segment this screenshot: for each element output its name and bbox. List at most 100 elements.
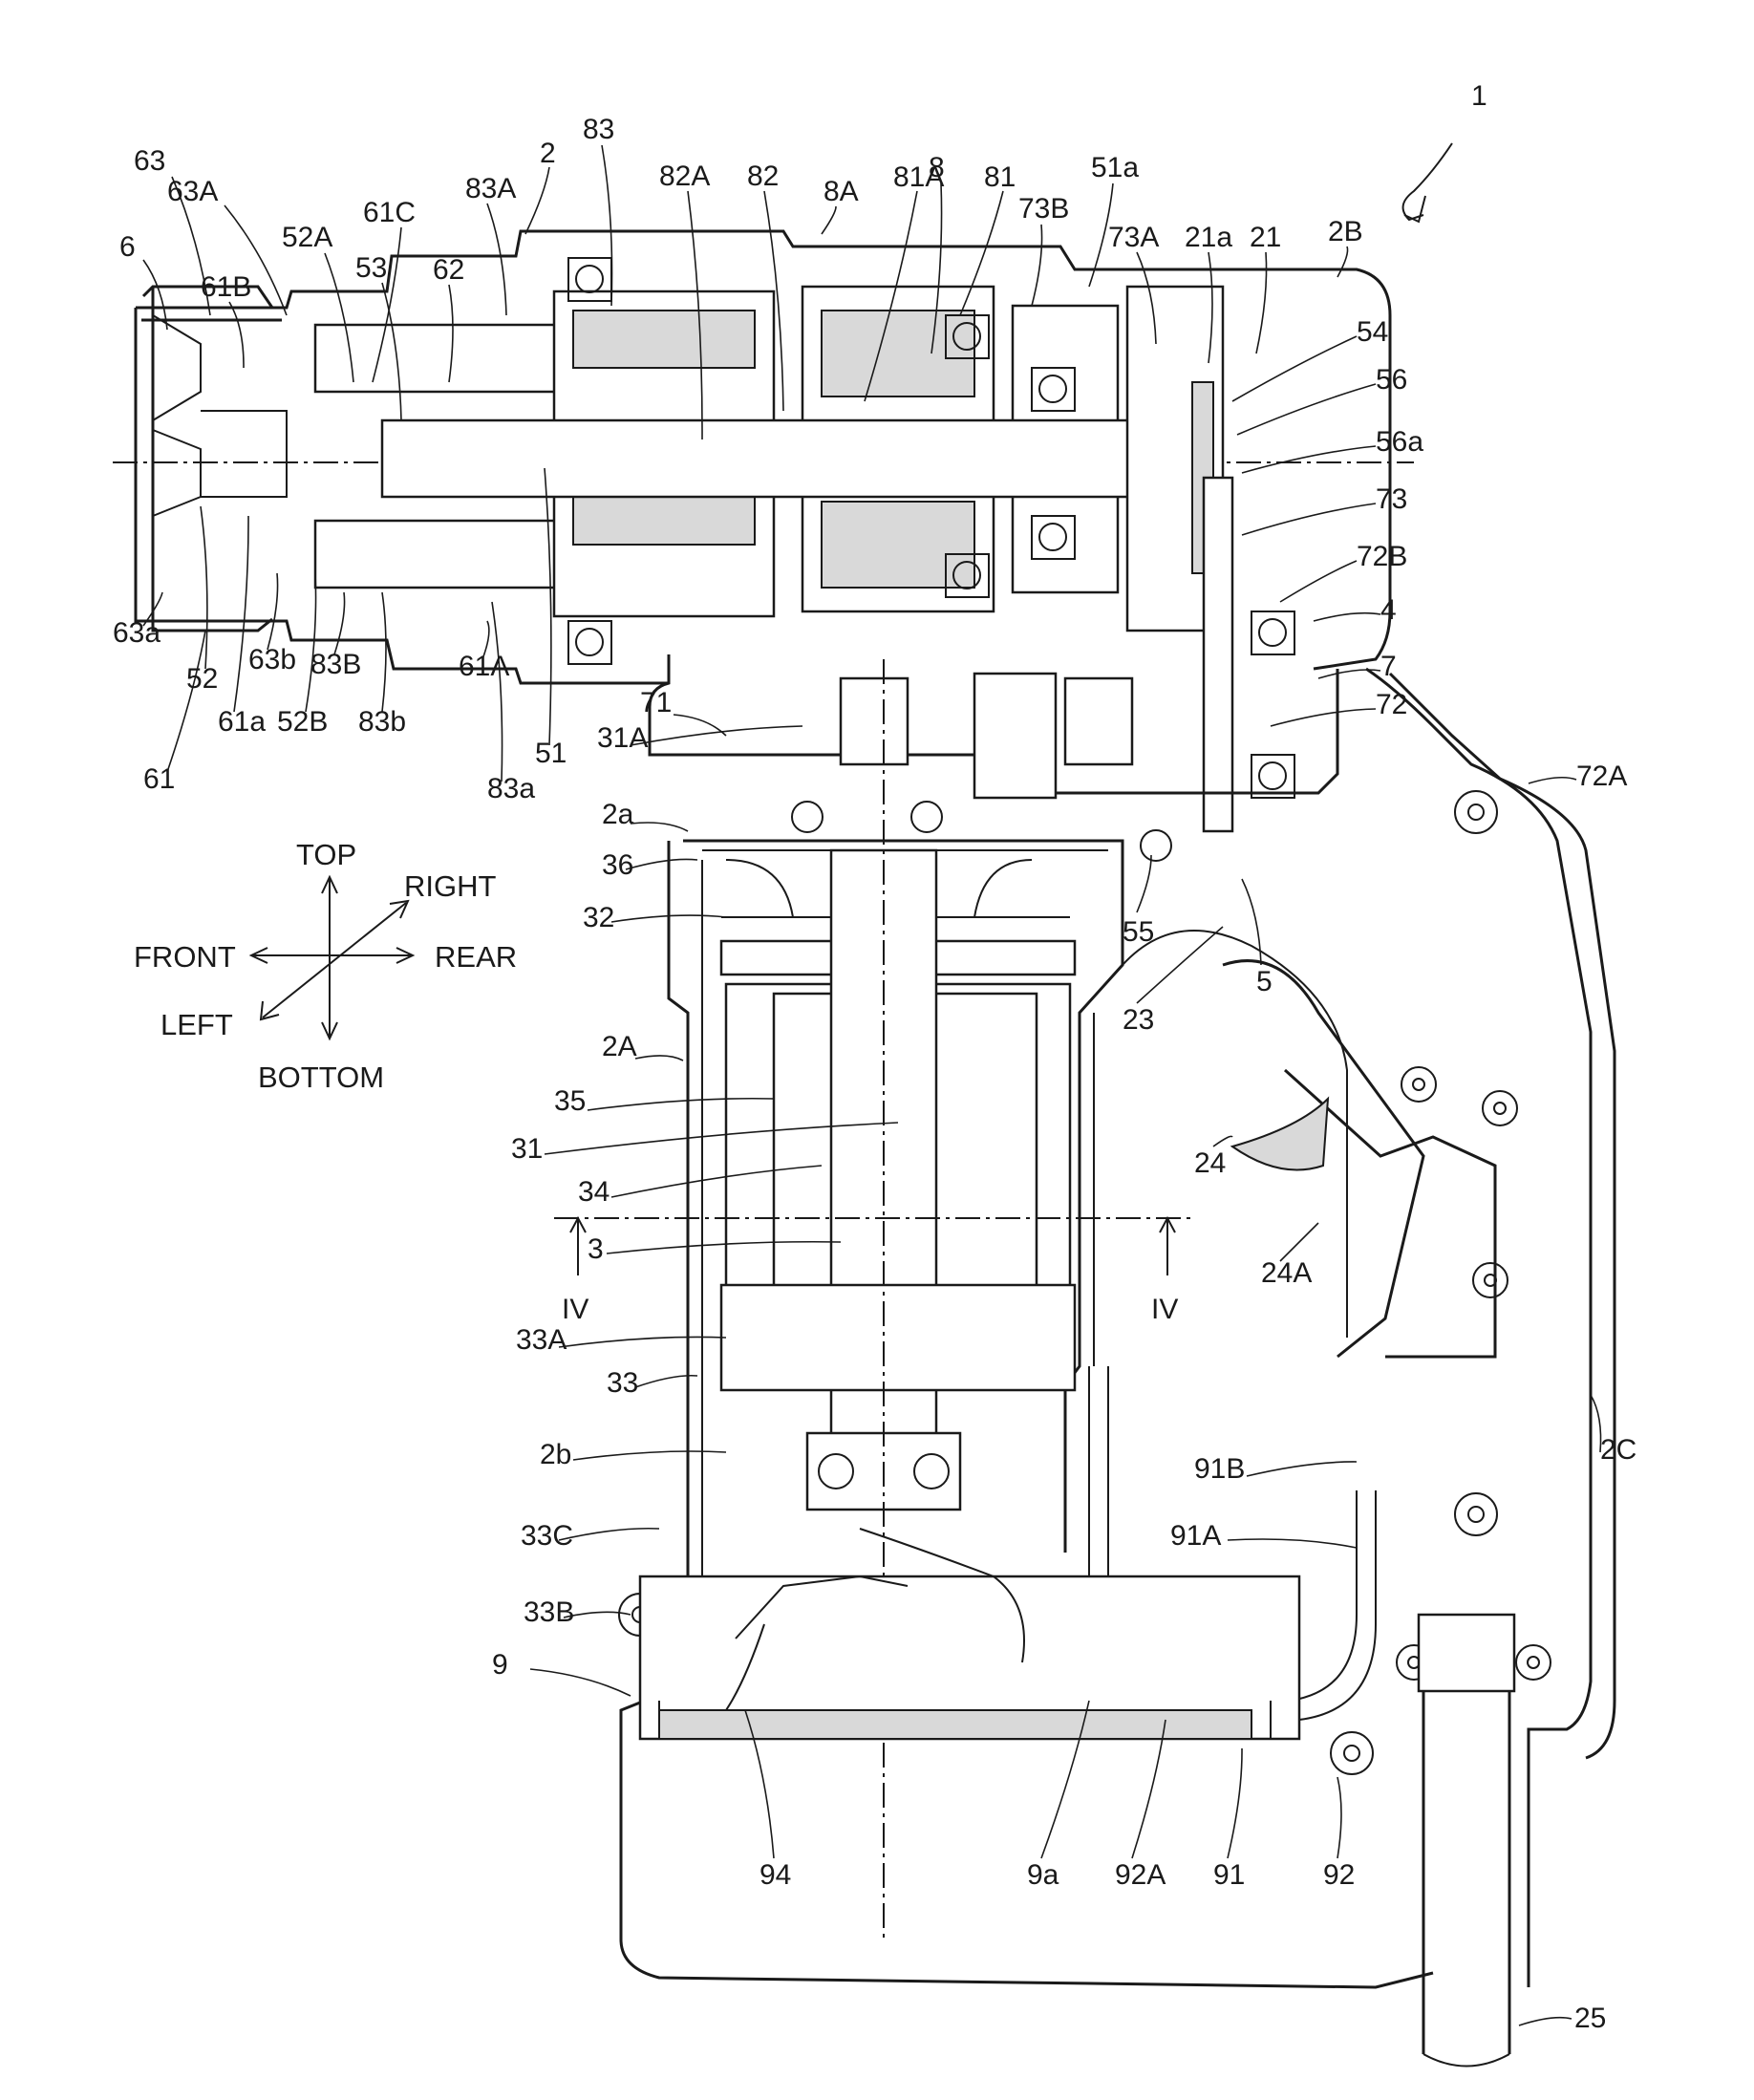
leader-line-33a xyxy=(559,1337,726,1347)
leader-line-24a xyxy=(1280,1223,1318,1261)
part-label-8: 8 xyxy=(929,152,945,183)
direction-bottom: BOTTOM xyxy=(258,1061,384,1094)
leader-line-52 xyxy=(201,506,207,669)
part-label-33b: 33B xyxy=(524,1596,574,1628)
part-label-2a: 2a xyxy=(602,799,634,830)
section-mark-right: IV xyxy=(1151,1294,1178,1325)
leader-line-54 xyxy=(1232,336,1357,401)
leader-line-31a xyxy=(631,726,802,745)
figure-ref-arrow xyxy=(1403,143,1452,220)
part-label-82a: 82A xyxy=(659,161,710,192)
leader-line-52b xyxy=(306,573,316,712)
part-label-35: 35 xyxy=(554,1085,586,1117)
leader-line-73b xyxy=(1032,225,1042,306)
part-label-73: 73 xyxy=(1376,483,1407,515)
part-label-23: 23 xyxy=(1123,1004,1154,1036)
leader-line-72b xyxy=(1280,561,1357,602)
part-label-52a: 52A xyxy=(282,222,332,253)
part-label-83: 83 xyxy=(583,114,614,145)
part-label-51: 51 xyxy=(535,738,567,769)
part-label-83b: 83b xyxy=(358,706,406,738)
motor-housing xyxy=(621,659,1433,1987)
leader-line-51 xyxy=(545,468,551,745)
part-label-5: 5 xyxy=(1256,966,1273,997)
part-label-56: 56 xyxy=(1376,364,1407,396)
leader-line-63b xyxy=(267,573,278,650)
section-mark-left: IV xyxy=(562,1294,588,1325)
leader-line-61 xyxy=(167,631,205,772)
leader-line-2c xyxy=(1591,1395,1601,1452)
part-label-53: 53 xyxy=(355,252,387,284)
leader-line-83b xyxy=(382,592,386,712)
part-label-54: 54 xyxy=(1357,316,1388,348)
part-label-71: 71 xyxy=(640,687,672,718)
leader-line-2 xyxy=(525,167,549,234)
leader-line-56 xyxy=(1237,384,1376,435)
part-label-83a: 83a xyxy=(487,773,535,804)
part-label-8a: 8A xyxy=(824,176,859,207)
leader-line-55 xyxy=(1137,855,1151,912)
part-label-32: 32 xyxy=(583,902,614,933)
part-label-91b: 91B xyxy=(1194,1453,1245,1485)
part-label-61a: 61a xyxy=(218,706,266,738)
part-label-63b: 63b xyxy=(248,644,296,675)
part-label-92a: 92A xyxy=(1115,1859,1166,1891)
part-label-61: 61 xyxy=(143,763,175,795)
leader-line-72 xyxy=(1271,709,1376,726)
direction-front: FRONT xyxy=(134,940,236,974)
part-label-72: 72 xyxy=(1376,689,1407,720)
part-label-72b: 72B xyxy=(1357,541,1407,572)
part-label-6: 6 xyxy=(119,231,136,263)
leader-line-83b xyxy=(334,592,345,654)
figure-ref-label: 1 xyxy=(1471,80,1487,112)
part-label-31a: 31A xyxy=(597,722,648,754)
leader-line-5 xyxy=(1242,879,1261,965)
leader-line-9 xyxy=(530,1669,631,1696)
part-label-55: 55 xyxy=(1123,916,1154,948)
leader-line-2b xyxy=(1337,246,1348,277)
part-label-33c: 33C xyxy=(521,1520,573,1552)
leader-line-73 xyxy=(1242,504,1376,535)
part-label-63: 63 xyxy=(134,145,165,177)
direction-compass xyxy=(251,877,413,1039)
leader-line-2a xyxy=(631,823,688,831)
direction-right: RIGHT xyxy=(404,869,497,903)
part-label-81: 81 xyxy=(984,161,1016,193)
part-label-24a: 24A xyxy=(1261,1257,1312,1289)
leader-line-56a xyxy=(1242,446,1376,473)
leader-line-92a xyxy=(1132,1720,1166,1858)
part-label-31: 31 xyxy=(511,1133,543,1165)
part-label-36: 36 xyxy=(602,849,633,881)
direction-rear: REAR xyxy=(435,940,517,974)
leader-line-24 xyxy=(1213,1136,1232,1146)
part-label-2: 2 xyxy=(540,138,556,169)
leader-line-36 xyxy=(626,859,697,869)
part-label-56a: 56a xyxy=(1376,426,1423,458)
part-label-62: 62 xyxy=(433,254,464,286)
leader-line-91a xyxy=(1228,1539,1357,1548)
part-label-94: 94 xyxy=(759,1859,791,1891)
part-label-83b: 83B xyxy=(310,649,361,680)
part-label-4: 4 xyxy=(1380,594,1397,626)
leader-line-25 xyxy=(1519,2018,1572,2025)
part-label-73a: 73A xyxy=(1108,222,1159,253)
part-label-24: 24 xyxy=(1194,1147,1226,1179)
part-label-63a: 63a xyxy=(113,617,160,649)
part-label-72a: 72A xyxy=(1576,761,1627,792)
gear-train xyxy=(315,258,1294,831)
part-label-61b: 61B xyxy=(201,271,251,303)
part-label-51a: 51a xyxy=(1091,152,1139,183)
part-label-33: 33 xyxy=(607,1367,638,1399)
leader-line-33c xyxy=(559,1529,659,1540)
leader-line-61b xyxy=(229,302,244,368)
part-label-2c: 2C xyxy=(1600,1434,1636,1466)
part-label-2b: 2B xyxy=(1328,216,1363,247)
part-label-82: 82 xyxy=(747,161,779,192)
part-label-83a: 83A xyxy=(465,173,516,204)
leader-line-83a xyxy=(492,602,503,782)
part-label-61a: 61A xyxy=(459,651,509,682)
direction-left: LEFT xyxy=(160,1008,233,1041)
part-label-63a: 63A xyxy=(167,176,218,207)
part-label-61c: 61C xyxy=(363,197,416,228)
